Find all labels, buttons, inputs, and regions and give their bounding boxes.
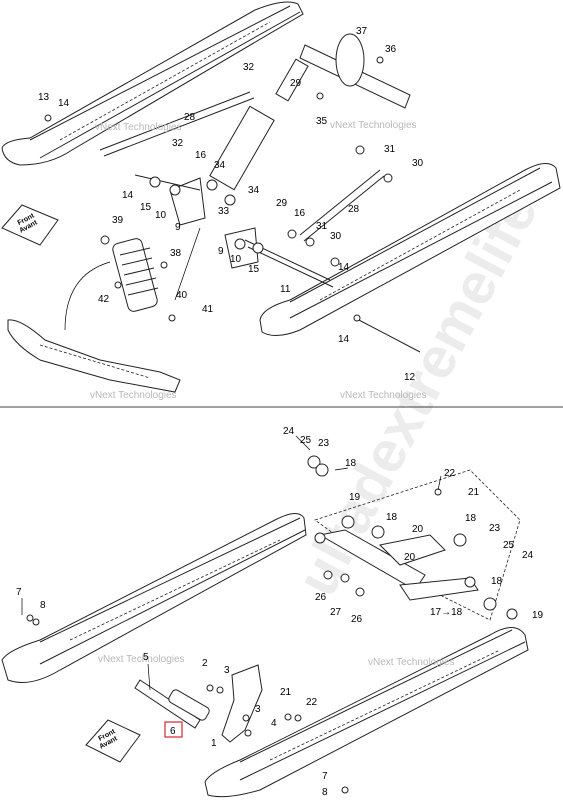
callout-32: 32 bbox=[172, 138, 184, 149]
callout-30: 30 bbox=[412, 158, 424, 169]
callout-24: 24 bbox=[522, 550, 534, 561]
callout-14: 14 bbox=[122, 190, 134, 201]
callout-15: 15 bbox=[140, 202, 152, 213]
callout-39: 39 bbox=[112, 215, 124, 226]
callout-2: 2 bbox=[202, 658, 208, 669]
callout-1: 1 bbox=[211, 738, 217, 749]
callout-18: 18 bbox=[491, 576, 503, 587]
highlight-box bbox=[164, 721, 183, 738]
callout-29: 29 bbox=[276, 198, 288, 209]
callout-32: 32 bbox=[243, 62, 255, 73]
callout-15: 15 bbox=[248, 264, 260, 275]
callout-18: 18 bbox=[345, 458, 357, 469]
left-ski-bottom bbox=[1, 513, 307, 683]
callout-36: 36 bbox=[385, 44, 397, 55]
rear-frame bbox=[307, 455, 521, 621]
callout-10: 10 bbox=[155, 210, 167, 221]
callout-35: 35 bbox=[316, 116, 328, 127]
callout-16: 16 bbox=[294, 208, 306, 219]
watermark: vNext Technologies bbox=[95, 122, 182, 133]
top-assembly: Front Avant vNext Technologies vNext Tec… bbox=[1, 1, 561, 401]
callout-9: 9 bbox=[218, 246, 224, 257]
callout-20: 20 bbox=[404, 552, 416, 563]
callout-14: 14 bbox=[338, 262, 350, 273]
callout-26: 26 bbox=[315, 592, 327, 603]
callout-21: 21 bbox=[280, 687, 292, 698]
callout-25: 25 bbox=[503, 540, 515, 551]
callout-4: 4 bbox=[271, 718, 277, 729]
right-ski-top bbox=[259, 163, 561, 336]
callout-14: 14 bbox=[338, 334, 350, 345]
callout-16: 16 bbox=[195, 150, 207, 161]
callout-41: 41 bbox=[202, 304, 214, 315]
callout-11: 11 bbox=[280, 284, 291, 295]
callout-8: 8 bbox=[40, 600, 46, 611]
callout-34: 34 bbox=[214, 160, 226, 171]
callout-9: 9 bbox=[175, 222, 181, 233]
callout-19: 19 bbox=[349, 492, 361, 503]
callout-23: 23 bbox=[489, 523, 501, 534]
callout-37: 37 bbox=[356, 26, 368, 37]
suspension-rails bbox=[44, 33, 421, 353]
callout-18: 18 bbox=[465, 513, 477, 524]
watermark: vNext Technologies bbox=[368, 657, 455, 668]
watermark: vNext Technologies bbox=[340, 390, 427, 401]
callout-3: 3 bbox=[224, 665, 230, 676]
callout-23: 23 bbox=[318, 438, 330, 449]
callout-7: 7 bbox=[322, 771, 328, 782]
right-ski-bottom bbox=[204, 627, 529, 798]
callout-29: 29 bbox=[290, 78, 302, 89]
ski-detail-view bbox=[7, 227, 201, 393]
front-arrow-bottom: Front Avant bbox=[85, 719, 141, 763]
left-ski-top bbox=[1, 1, 304, 166]
callout-17-18: 17→18 bbox=[430, 607, 463, 618]
watermark: vNext Technologies bbox=[98, 654, 185, 665]
watermark: vNext Technologies bbox=[330, 120, 417, 131]
callout-34: 34 bbox=[248, 185, 260, 196]
callout-8: 8 bbox=[322, 787, 328, 798]
front-arm bbox=[26, 614, 349, 794]
callout-28: 28 bbox=[184, 112, 196, 123]
callout-22: 22 bbox=[444, 468, 456, 479]
callout-30: 30 bbox=[330, 231, 342, 242]
callout-28: 28 bbox=[348, 204, 360, 215]
callout-31: 31 bbox=[316, 221, 328, 232]
callout-22: 22 bbox=[306, 697, 318, 708]
callout-3: 3 bbox=[255, 704, 261, 715]
callout-20: 20 bbox=[412, 524, 424, 535]
callout-21: 21 bbox=[468, 487, 480, 498]
bottom-assembly: Front Avant vNext Technologies vNext Tec… bbox=[1, 426, 544, 798]
callout-42: 42 bbox=[98, 294, 110, 305]
callout-13: 13 bbox=[38, 92, 50, 103]
callout-33: 33 bbox=[218, 206, 230, 217]
watermark: vNext Technologies bbox=[90, 390, 177, 401]
callout-25: 25 bbox=[300, 435, 312, 446]
callout-18: 18 bbox=[386, 512, 398, 523]
callout-38: 38 bbox=[170, 248, 182, 259]
front-arrow-top: Front Avant bbox=[1, 204, 59, 246]
callout-27: 27 bbox=[330, 607, 342, 618]
shock-spring bbox=[100, 235, 176, 322]
callout-5: 5 bbox=[143, 652, 149, 663]
callout-12: 12 bbox=[404, 372, 416, 383]
callout-31: 31 bbox=[384, 144, 396, 155]
callout-40: 40 bbox=[176, 290, 188, 301]
callout-6: 6 bbox=[170, 726, 176, 737]
callout-19: 19 bbox=[532, 610, 544, 621]
callout-7: 7 bbox=[16, 587, 22, 598]
callout-26: 26 bbox=[351, 614, 363, 625]
callout-14: 14 bbox=[58, 98, 70, 109]
callout-10: 10 bbox=[230, 254, 242, 265]
callout-24: 24 bbox=[283, 426, 295, 437]
